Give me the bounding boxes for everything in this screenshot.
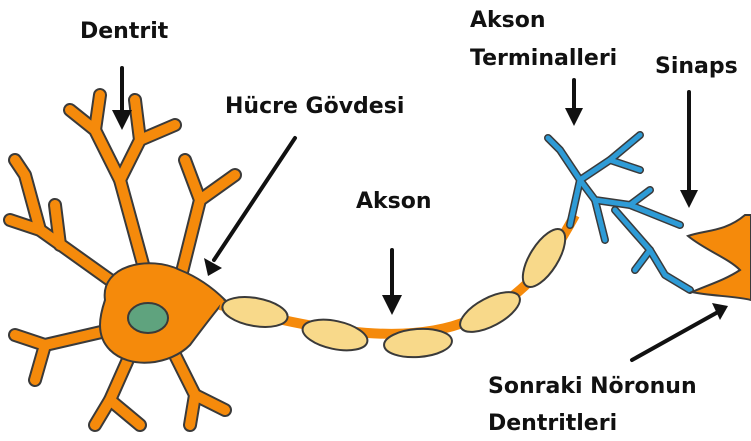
- dendrites: [10, 95, 235, 425]
- arrow-axon-terminals: [565, 80, 583, 126]
- arrow-axon: [382, 250, 402, 315]
- label-next-dendrites-line2: Dentritleri: [488, 411, 617, 436]
- arrow-next-dendrites: [632, 303, 728, 360]
- myelin-segment: [454, 284, 525, 340]
- nucleus: [128, 303, 168, 333]
- label-axon-terminals-line1: Akson: [470, 8, 546, 33]
- myelin-segment: [515, 223, 574, 294]
- next-neuron-dendrites: [688, 215, 751, 300]
- arrow-synapse: [680, 92, 698, 208]
- label-cell-body: Hücre Gövdesi: [225, 94, 404, 119]
- myelin-segment: [300, 314, 370, 355]
- axon-terminals: [548, 135, 690, 290]
- arrow-cell-body: [204, 138, 295, 276]
- label-axon-terminals-line2: Terminalleri: [470, 46, 617, 71]
- label-dendrite: Dentrit: [80, 19, 169, 44]
- label-next-dendrites-line1: Sonraki Nöronun: [488, 374, 697, 399]
- label-axon: Akson: [356, 189, 432, 214]
- myelin-segment: [220, 292, 290, 331]
- label-synapse: Sinaps: [655, 54, 738, 79]
